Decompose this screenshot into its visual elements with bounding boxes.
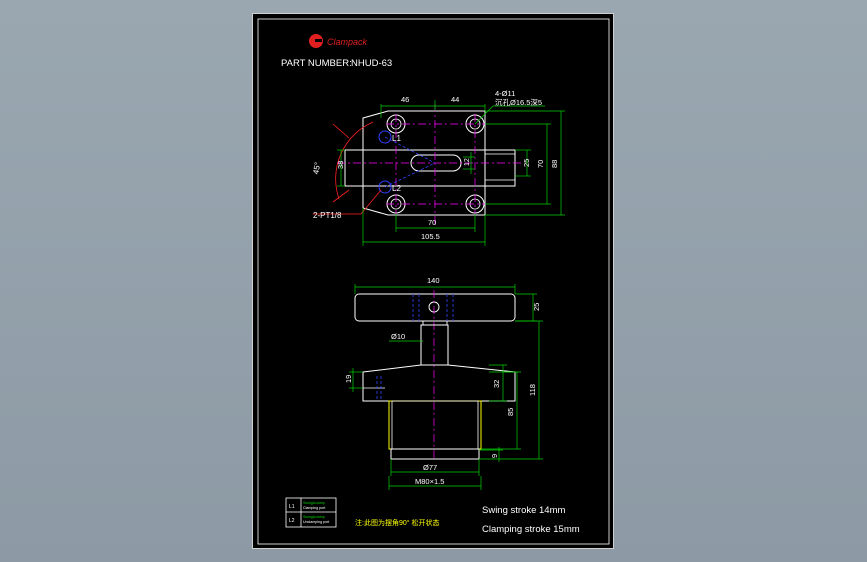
dim-phi10: Ø10 <box>391 332 405 341</box>
dim-9: 9 <box>490 454 499 458</box>
dim-85: 85 <box>506 408 515 416</box>
port-l2-circle <box>378 180 392 194</box>
top-view: 45° L1 L2 46 44 4-Ø11 <box>311 89 565 246</box>
bottom-stub <box>390 448 480 460</box>
clamping-stroke-note: Clamping stroke 15mm <box>482 524 580 535</box>
dim-19: 19 <box>344 375 353 383</box>
dim-38: 38 <box>336 161 345 169</box>
label-l1: L1 <box>392 134 401 143</box>
legend-l2-text-b: Unclamping port <box>303 520 329 524</box>
logo-text: Clampack <box>327 37 368 47</box>
dim-140: 140 <box>427 276 440 285</box>
dim-25: 25 <box>522 159 531 167</box>
threaded-body <box>388 400 482 450</box>
legend-l2-text-a: Swing&clamp <box>303 515 325 519</box>
dim-44: 44 <box>451 95 459 104</box>
side-arm <box>354 293 516 322</box>
dim-32: 32 <box>492 380 501 388</box>
dim-45deg: 45° <box>311 161 322 174</box>
top-center-lines <box>337 104 523 224</box>
port-l1-circle <box>378 130 392 144</box>
dim-46: 46 <box>401 95 409 104</box>
technical-drawing: Clampack PART NUMBER: NHUD-63 <box>257 18 610 545</box>
dim-88: 88 <box>550 160 559 168</box>
inner-frame <box>257 18 610 545</box>
dim-25-arm: 25 <box>532 303 541 311</box>
hole-note-1: 4-Ø11 <box>495 89 515 98</box>
swing-stroke-note: Swing stroke 14mm <box>482 505 566 516</box>
dim-105-5: 105.5 <box>421 232 440 241</box>
hole-note-2: 沉孔Ø16.5深5 <box>495 98 542 107</box>
dim-m80: M80×1.5 <box>415 477 444 486</box>
port-legend: L1 Swing&clamp Clamping port L2 Swing&cl… <box>285 497 337 528</box>
part-number-label: PART NUMBER: <box>281 58 352 69</box>
dim-12: 12 <box>464 158 471 166</box>
note-chinese: 注:此图为摆角90° 松开状态 <box>355 518 439 527</box>
part-number-value: NHUD-63 <box>351 58 392 69</box>
port-note: 2-PT1/8 <box>313 211 342 220</box>
legend-l1-text-b: Clamping port <box>303 506 325 510</box>
dim-118: 118 <box>528 384 537 396</box>
logo: Clampack <box>309 34 368 48</box>
dim-70-horizontal: 70 <box>428 218 436 227</box>
dim-phi77: Ø77 <box>423 463 437 472</box>
legend-l2-code: L2 <box>289 518 295 524</box>
legend-l1-code: L1 <box>289 504 295 510</box>
dim-70-vertical: 70 <box>536 160 545 168</box>
drawing-sheet: Clampack PART NUMBER: NHUD-63 <box>252 13 614 549</box>
legend-l1-text-a: Swing&clamp <box>303 501 325 505</box>
side-view: 140 25 <box>344 276 543 490</box>
label-l2: L2 <box>392 184 401 193</box>
piston-rod <box>420 324 449 366</box>
top-arm-outline <box>344 149 516 187</box>
